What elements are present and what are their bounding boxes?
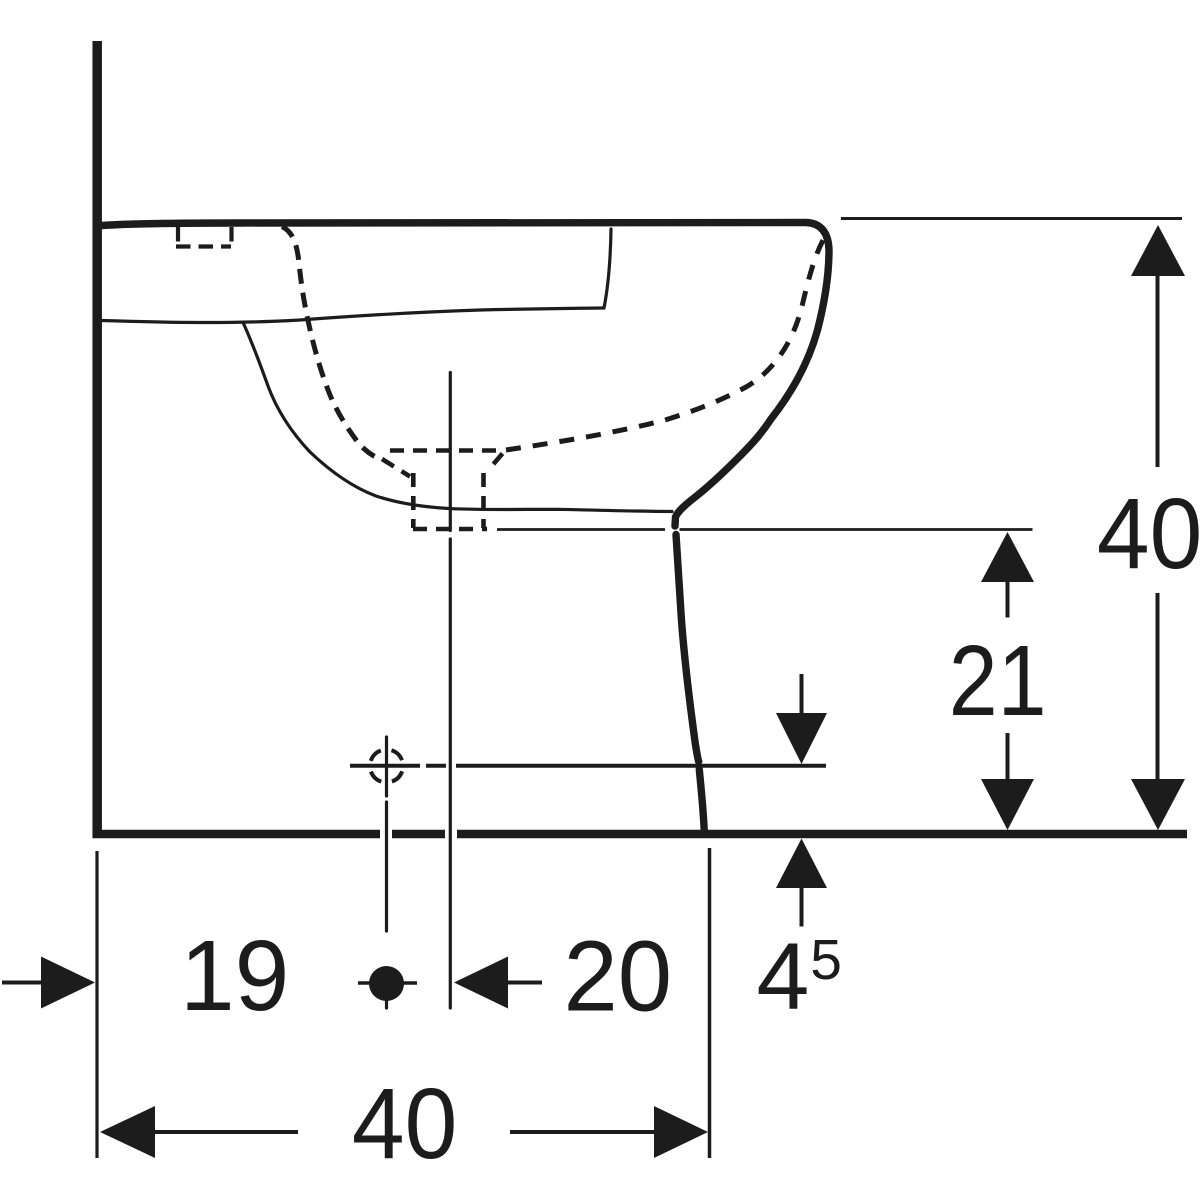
svg-text:20: 20 [564,920,673,1032]
svg-text:4: 4 [757,924,810,1030]
svg-text:40: 40 [352,1068,457,1180]
svg-text:5: 5 [810,928,842,992]
svg-text:21: 21 [949,625,1047,737]
svg-text:19: 19 [180,920,289,1032]
svg-text:40: 40 [1097,478,1200,590]
